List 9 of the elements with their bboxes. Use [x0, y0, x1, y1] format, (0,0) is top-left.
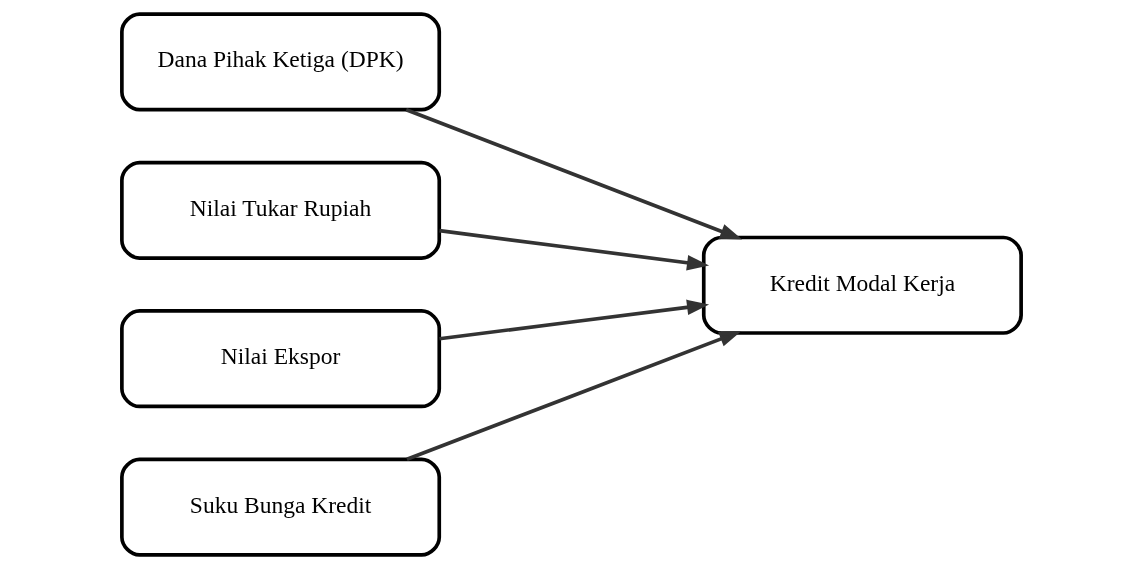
node-box: Nilai Tukar Rupiah: [120, 160, 442, 260]
arrow: [439, 299, 710, 341]
node-box: Dana Pihak Ketiga (DPK): [120, 12, 442, 112]
node-box: Kredit Modal Kerja: [701, 235, 1023, 335]
node-box: Suku Bunga Kredit: [120, 457, 442, 557]
node-box: Nilai Ekspor: [120, 309, 442, 409]
arrow: [406, 331, 742, 461]
arrow: [405, 108, 743, 240]
arrow: [439, 228, 710, 271]
